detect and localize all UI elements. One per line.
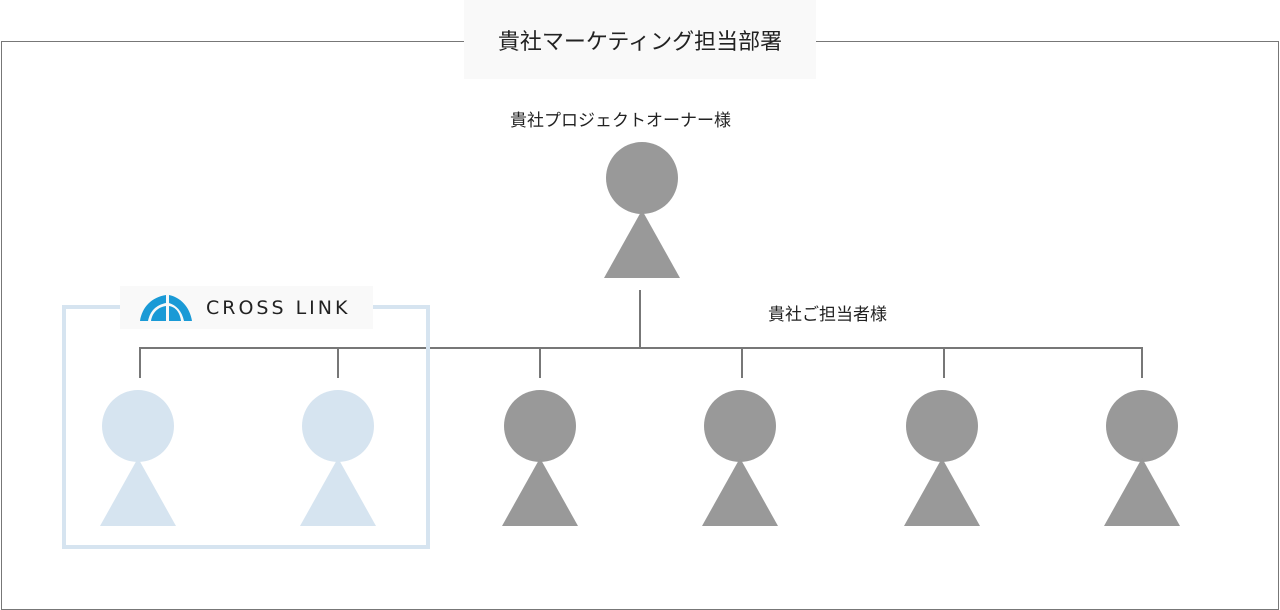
staff-person-icon [502,390,578,526]
connector-horizontal [139,347,1143,349]
partner-person-icon [300,390,376,526]
staff-label: 貴社ご担当者様 [768,305,887,325]
connector-drop [741,347,743,378]
staff-person-icon [1104,390,1180,526]
staff-person-icon [702,390,778,526]
connector-drop [539,347,541,378]
connector-vertical [639,290,641,349]
owner-label: 貴社プロジェクトオーナー様 [510,111,731,131]
cross-link-logo-icon [140,294,192,321]
connector-drop [139,347,141,378]
staff-person-icon [904,390,980,526]
department-title: 貴社マーケティング担当部署 [464,0,816,79]
partner-person-icon [100,390,176,526]
connector-drop [943,347,945,378]
cross-link-logo-text: CROSS LINK [206,296,351,319]
connector-drop [1141,347,1143,378]
connector-drop [337,347,339,378]
owner-person-icon [604,142,680,278]
cross-link-logo: CROSS LINK [120,286,373,329]
